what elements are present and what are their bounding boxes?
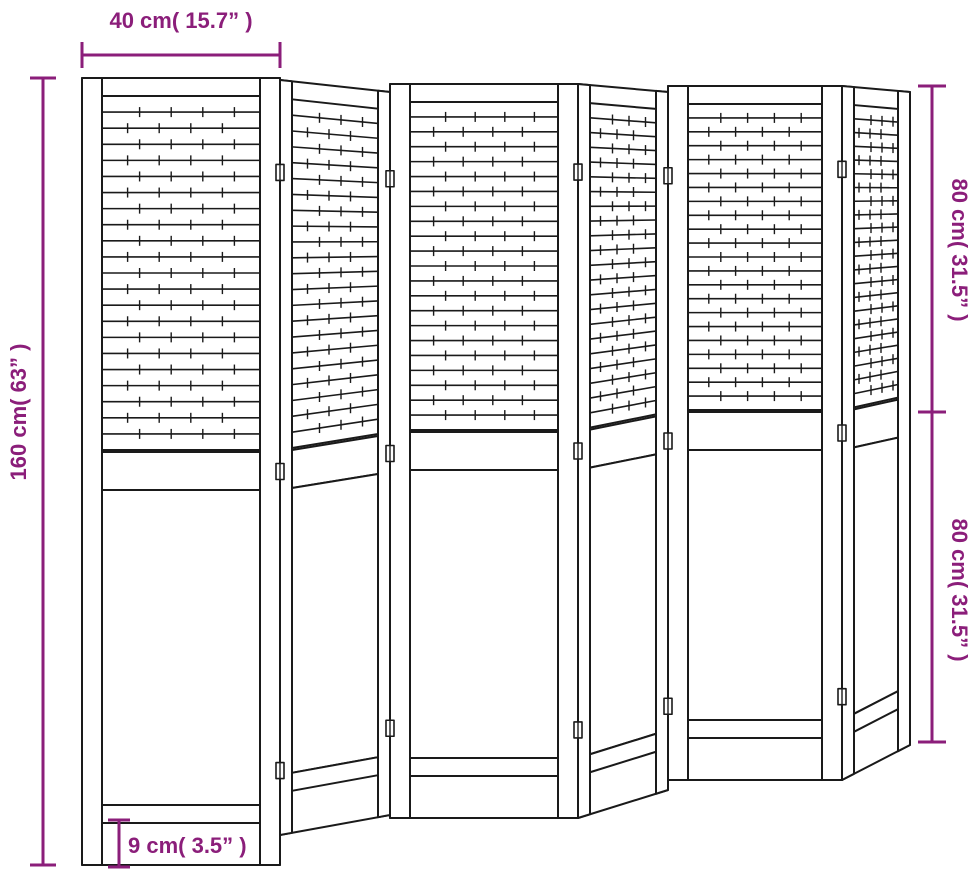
weave-slat xyxy=(853,213,899,216)
middle-rail xyxy=(101,451,261,491)
weave-slat xyxy=(291,388,379,402)
weave-slat xyxy=(291,359,379,370)
weave-slat xyxy=(291,403,379,418)
screen-panel xyxy=(667,85,843,781)
screen-panel xyxy=(577,83,669,819)
panel-post xyxy=(81,77,103,866)
weave-slat xyxy=(291,300,379,307)
lower-panel xyxy=(291,472,379,774)
weave-slat xyxy=(291,255,379,259)
weave-slat xyxy=(853,145,899,150)
weave-slat xyxy=(853,370,899,381)
dimension-labels: 40 cm( 15.7” ) 160 cm( 63” ) 80 cm( 31.5… xyxy=(6,8,972,858)
bottom-rail xyxy=(853,690,899,733)
weave-slat xyxy=(291,161,379,169)
middle-rail xyxy=(409,431,559,471)
total-height-label: 160 cm( 63” ) xyxy=(6,344,31,481)
folding-screen-illustration xyxy=(81,77,911,866)
panel-post xyxy=(841,85,855,781)
lower-panel xyxy=(409,469,559,759)
panel-hinges xyxy=(275,160,847,780)
panel-post xyxy=(577,83,591,819)
weave-slat xyxy=(853,344,899,354)
bottom-rail xyxy=(589,732,657,774)
weave-slat xyxy=(291,314,379,323)
weave-slat xyxy=(853,265,899,271)
weave-slat xyxy=(291,130,379,140)
weave-slat xyxy=(291,418,379,433)
weave-slat xyxy=(291,225,379,228)
weave-slat xyxy=(853,304,899,312)
weave-slat xyxy=(291,285,379,291)
screen-panel xyxy=(841,85,911,781)
weave-slat xyxy=(291,374,379,386)
lower-panel xyxy=(589,453,657,756)
upper-height-label: 80 cm( 31.5” ) xyxy=(947,178,972,321)
weave-slat xyxy=(291,344,379,354)
weave-slat xyxy=(291,114,379,125)
screen-panel xyxy=(81,77,281,866)
weave-slat xyxy=(853,226,899,230)
bottom-rail xyxy=(291,756,379,792)
screen-panel xyxy=(279,79,391,836)
lower-height-label: 80 cm( 31.5” ) xyxy=(947,518,972,661)
panel-width-label: 40 cm( 15.7” ) xyxy=(109,8,252,33)
weave-slat xyxy=(291,146,379,154)
weave-slat xyxy=(853,252,899,258)
weave-slat xyxy=(291,329,379,338)
panel-post xyxy=(667,85,689,781)
panel-post xyxy=(279,79,293,836)
middle-rail xyxy=(687,411,823,451)
weave-slat xyxy=(853,172,899,176)
weave-slat xyxy=(853,118,899,123)
weave-slat xyxy=(291,209,379,213)
lower-panel xyxy=(853,436,899,715)
weave-panel xyxy=(291,98,379,450)
leg-height-label: 9 cm( 3.5” ) xyxy=(128,833,247,858)
weave-panel xyxy=(853,104,899,409)
screen-panels xyxy=(81,77,911,866)
lower-panel xyxy=(687,449,823,721)
weave-slat xyxy=(291,177,379,184)
dimension-annotations xyxy=(30,42,946,869)
weave-slat xyxy=(853,291,899,299)
weave-slat xyxy=(853,383,899,395)
weave-slat xyxy=(853,357,899,367)
bottom-rail xyxy=(409,757,559,777)
screen-panel xyxy=(389,83,579,819)
weave-slat xyxy=(291,193,379,199)
weave-slat xyxy=(853,318,899,326)
lower-panel xyxy=(101,489,261,806)
panel-post xyxy=(897,89,911,753)
weave-slat xyxy=(853,131,899,136)
weave-slat xyxy=(291,270,379,275)
weave-slat xyxy=(853,159,899,163)
bottom-rail xyxy=(101,804,261,824)
bottom-rail xyxy=(687,719,823,739)
weave-slat xyxy=(853,278,899,285)
weave-slat xyxy=(853,331,899,340)
panel-post xyxy=(389,83,411,819)
weave-slat xyxy=(853,239,899,244)
